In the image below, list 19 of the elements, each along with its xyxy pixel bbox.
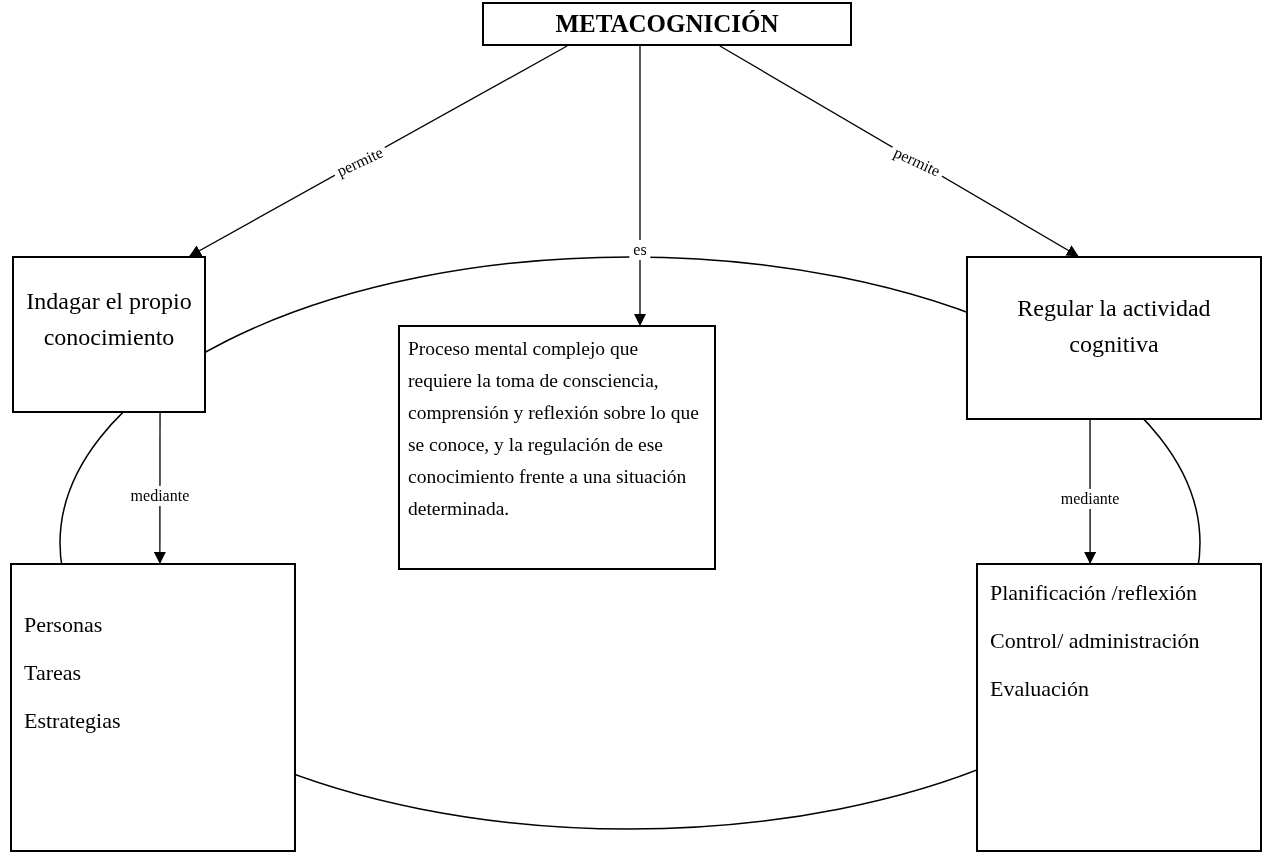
concept-box [976,563,1262,852]
concept-text: Evaluación [990,675,1090,703]
concept-text: Tareas [24,659,83,687]
concept-box [12,256,206,413]
concept-text: Personas [24,611,104,639]
concept-text: Planificación /reflexión [990,579,1199,607]
arrow [153,412,166,564]
concept-text: Regular la actividad cognitiva [1016,294,1212,359]
arrow [634,45,646,326]
concept-box [966,256,1262,420]
concept-text: Control/ administración [990,627,1201,655]
concept-box [482,2,852,46]
concept-box [10,563,296,852]
concept-text: Estrategias [24,707,122,735]
concept-text: Proceso mental complejo que requiere la toma de consciencia, comprensión y reflexión sobre lo que se conoce, y la regulación de ese conocimiento frente a una situación determinada. [408,338,699,519]
edge-label: es [629,239,651,260]
concept-text: Indagar el propio conocimiento [25,286,193,352]
concept-box [398,325,716,570]
concept-text: METACOGNICIÓN [555,9,779,40]
